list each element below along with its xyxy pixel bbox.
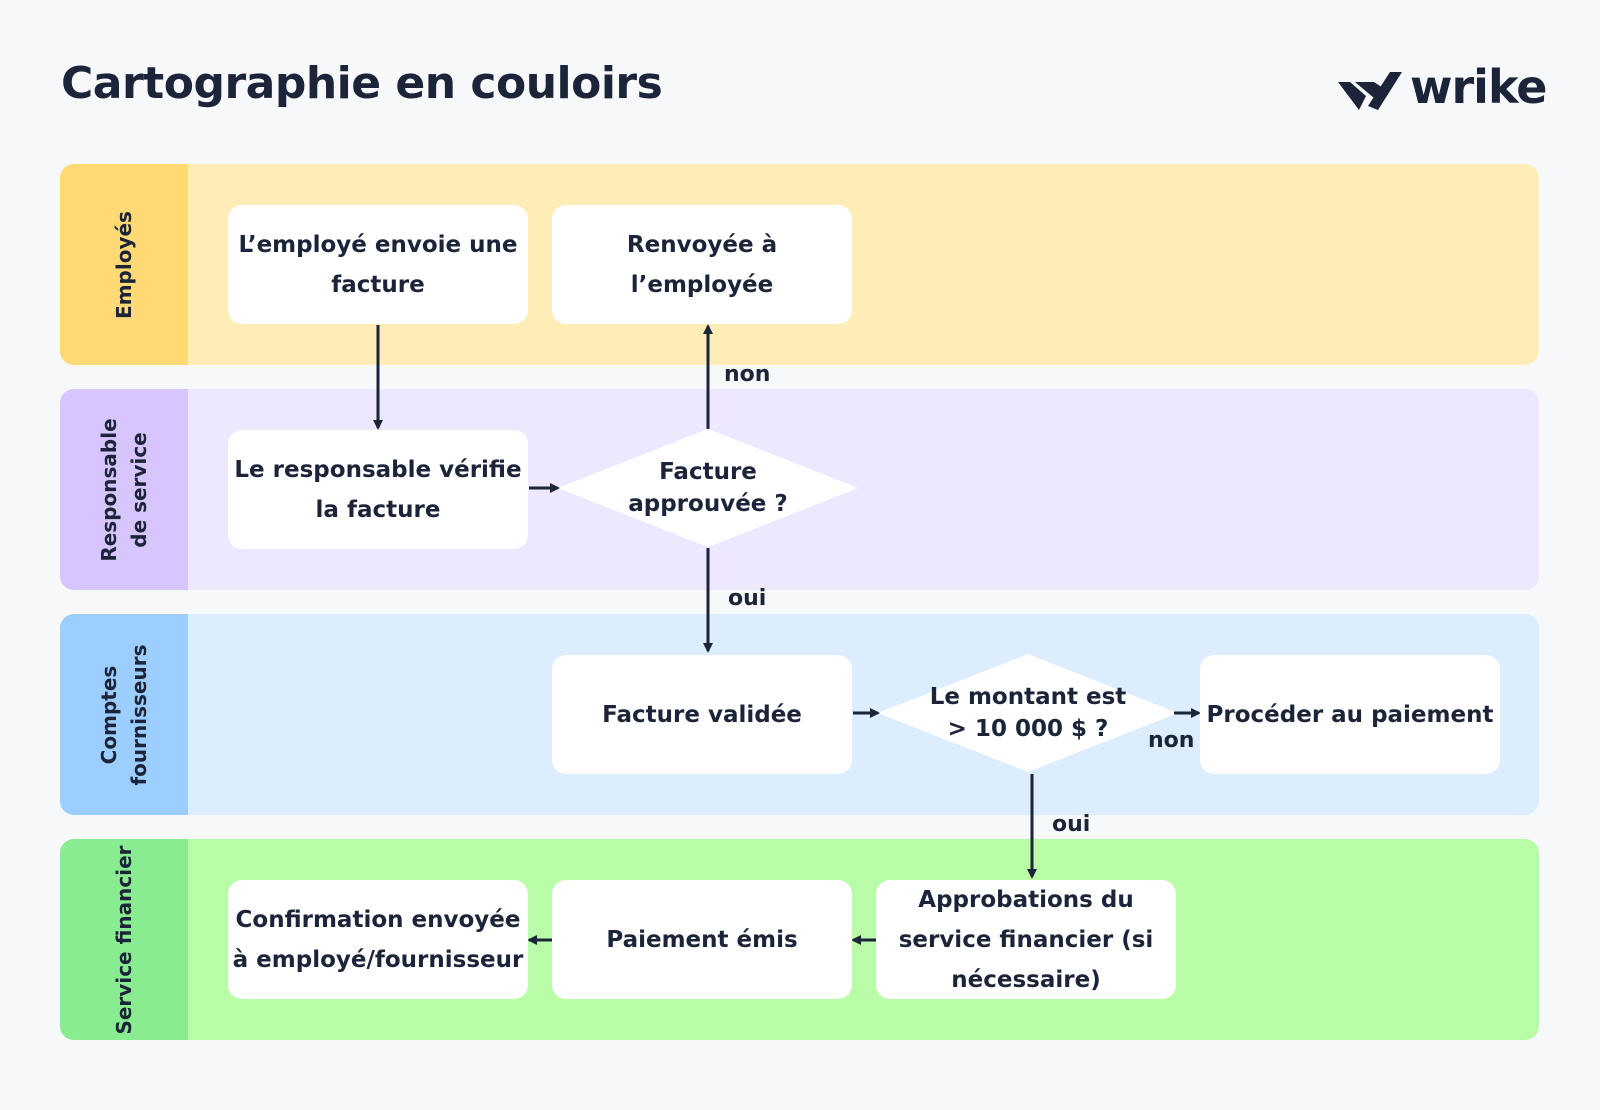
node-confirmation-sent: Confirmation envoyée à employé/fournisse… (228, 880, 528, 999)
page-title: Cartographie en couloirs (61, 58, 663, 109)
lane-header-responsable: Responsable de service (60, 389, 188, 590)
node-manager-checks: Le responsable vérifie la facture (228, 430, 528, 549)
decision-label-amount: Le montant est > 10 000 $ ? (929, 684, 1127, 742)
lane-header-employes: Employés (60, 164, 188, 365)
node-returned-employee: Renvoyée à l’employée (552, 205, 852, 324)
decision-diamond-amount (878, 654, 1178, 772)
decision-label-approved: Facture approuvée ? (628, 459, 788, 517)
edge-label-amount-yes: oui (1052, 812, 1091, 837)
node-finance-approvals: Approbations du service financier (si né… (876, 880, 1176, 999)
node-employee-sends: L’employé envoie une facture (228, 205, 528, 324)
node-payment-issued: Paiement émis (552, 880, 852, 999)
wrike-check-icon (1338, 72, 1402, 110)
edge-label-approved-yes: oui (728, 586, 767, 611)
lane-header-comptes: Comptes fournisseurs (60, 614, 188, 815)
edge-label-amount-no: non (1148, 728, 1195, 753)
lane-header-finance: Service financier (60, 839, 188, 1040)
node-proceed-payment: Procéder au paiement (1200, 655, 1500, 774)
wrike-logo: wrike (1338, 60, 1548, 116)
decision-diamond-approved (558, 429, 858, 547)
wrike-wordmark: wrike (1410, 60, 1548, 114)
node-invoice-validated: Facture validée (552, 655, 852, 774)
edge-label-approved-no: non (724, 362, 771, 387)
